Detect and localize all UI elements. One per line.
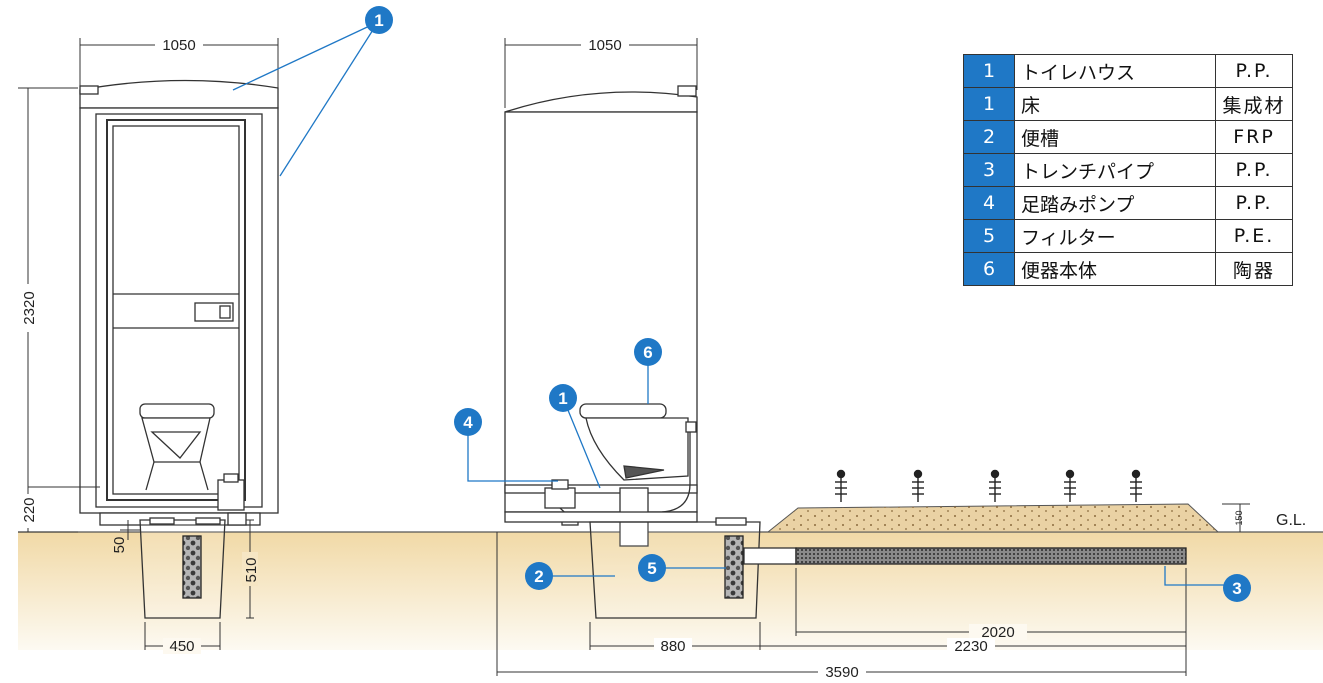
callout-tank-number: 2	[534, 567, 543, 586]
callout-house-number: 1	[374, 11, 383, 30]
dim-base-height: 220	[21, 497, 38, 522]
part-number: 2	[963, 120, 1015, 154]
part-name: フィルター	[1014, 219, 1216, 253]
part-material: FRP	[1215, 120, 1293, 154]
callout-toilet: 6	[634, 338, 662, 366]
table-row: 2 便槽 FRP	[963, 120, 1293, 154]
front-dimensions	[18, 38, 279, 650]
table-row: 1 床 集成材	[963, 87, 1293, 121]
part-name: トイレハウス	[1014, 54, 1216, 88]
part-material: 陶器	[1215, 252, 1293, 286]
dim-pit-top: 50	[111, 537, 128, 554]
callout-house: 1	[365, 6, 393, 34]
table-row: 6 便器本体 陶器	[963, 252, 1293, 286]
part-number: 3	[963, 153, 1015, 187]
dim-tank-width: 880	[660, 638, 685, 655]
callout-toilet-number: 6	[643, 343, 652, 362]
bg-mask	[242, 552, 258, 586]
callout-pump: 4	[454, 408, 482, 436]
bg-mask	[163, 638, 201, 654]
callout-trench-number: 3	[1232, 579, 1241, 598]
dim-total-length: 3590	[825, 664, 858, 681]
table-row: 1 トイレハウス P.P.	[963, 54, 1293, 88]
part-material: P.P.	[1215, 153, 1293, 187]
part-material: 集成材	[1215, 87, 1293, 121]
dim-tank-to-trench: 2230	[954, 638, 987, 655]
parts-table: 1 トイレハウス P.P. 1 床 集成材 2 便槽 FRP 3 トレンチパイプ…	[963, 54, 1293, 286]
table-row: 4 足踏みポンプ P.P.	[963, 186, 1293, 220]
dim-pit-width: 450	[169, 638, 194, 655]
front-view	[79, 79, 279, 619]
callout-floor-number: 1	[558, 389, 567, 408]
dim-height: 2320	[21, 291, 38, 324]
callout-tank: 2	[525, 562, 553, 590]
bg-mask	[20, 284, 36, 332]
part-number: 1	[963, 54, 1015, 88]
part-number: 5	[963, 219, 1015, 253]
dim-front-width: 1050	[162, 37, 195, 54]
dim-side-width: 1050	[588, 37, 621, 54]
side-view	[504, 85, 1187, 619]
dim-pit-depth: 510	[243, 557, 260, 582]
part-name: 便槽	[1014, 120, 1216, 154]
bg-mask	[155, 37, 203, 53]
part-name: 足踏みポンプ	[1014, 186, 1216, 220]
dim-mound-height: 150	[1234, 510, 1244, 525]
table-row: 5 フィルター P.E.	[963, 219, 1293, 253]
bg-mask	[654, 638, 692, 654]
part-number: 1	[963, 87, 1015, 121]
callout-trench: 3	[1223, 574, 1251, 602]
part-number: 6	[963, 252, 1015, 286]
bg-mask	[969, 624, 1027, 640]
plant-icon	[835, 469, 1142, 502]
part-name: 便器本体	[1014, 252, 1216, 286]
part-material: P.P.	[1215, 54, 1293, 88]
part-material: P.P.	[1215, 186, 1293, 220]
part-name: 床	[1014, 87, 1216, 121]
bg-mask	[581, 37, 629, 53]
bg-mask	[20, 494, 36, 528]
mound	[766, 503, 1220, 533]
callout-filter: 5	[638, 554, 666, 582]
table-row: 3 トレンチパイプ P.P.	[963, 153, 1293, 187]
part-material: P.E.	[1215, 219, 1293, 253]
ground-level-label: G.L.	[1276, 512, 1306, 529]
dim-trench-length: 2020	[981, 624, 1014, 641]
part-number: 4	[963, 186, 1015, 220]
callout-pump-number: 4	[463, 413, 473, 432]
bg-mask	[818, 664, 866, 680]
callout-floor: 1	[549, 384, 577, 412]
bg-mask	[947, 638, 995, 654]
callout-filter-number: 5	[647, 559, 656, 578]
part-name: トレンチパイプ	[1014, 153, 1216, 187]
